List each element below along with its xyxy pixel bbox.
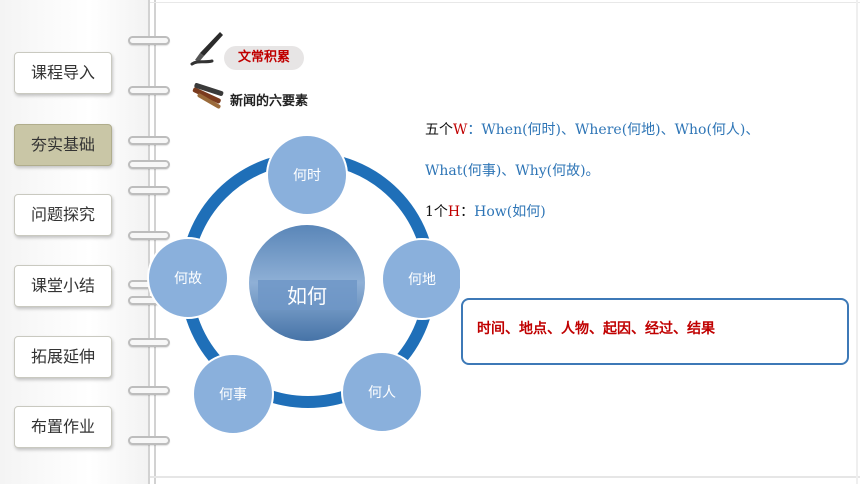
- center-node: 如何: [249, 225, 365, 341]
- node-where: 何地: [381, 238, 460, 320]
- binder-ring: [128, 186, 170, 195]
- top-rule: [150, 2, 860, 3]
- sidebar-item-homework[interactable]: 布置作业: [14, 406, 112, 448]
- right-rule: [856, 0, 858, 484]
- w-key: W: [453, 122, 468, 138]
- notebook-spine: [148, 0, 150, 484]
- binder-ring: [128, 136, 170, 145]
- notebook-spine-inner: [154, 0, 156, 484]
- five-w-line-continued: What(何事)、Why(何故)。: [425, 163, 600, 179]
- brushes-icon: [192, 83, 224, 109]
- five-w-prefix: 五个: [425, 122, 453, 138]
- one-h-text: How(如何): [474, 204, 546, 220]
- one-h-prefix: 1个: [425, 204, 448, 220]
- center-label: 如何: [287, 284, 327, 308]
- summary-text: 时间、地点、人物、起因、经过、结果: [477, 321, 715, 337]
- section-tag: 文常积累: [224, 46, 304, 70]
- binder-ring: [128, 36, 170, 45]
- node-who: 何人: [341, 351, 423, 433]
- bottom-rule: [150, 476, 860, 478]
- binder-ring: [128, 86, 170, 95]
- binder-ring: [128, 436, 170, 445]
- five-w-list: ：When(何时)、Where(何地)、Who(何人)、: [467, 122, 760, 138]
- node-label: 何时: [293, 168, 321, 184]
- node-why: 何故: [147, 237, 229, 319]
- binder-ring: [128, 338, 170, 347]
- binder-ring: [128, 231, 170, 240]
- one-h-line: 1个H：How(如何): [425, 201, 546, 221]
- sidebar-item-extension[interactable]: 拓展延伸: [14, 336, 112, 378]
- h-key: H: [447, 204, 461, 220]
- node-label: 何地: [408, 272, 436, 288]
- binder-ring: [128, 160, 170, 169]
- slide-subtitle: 新闻的六要素: [230, 94, 309, 109]
- summary-box: 时间、地点、人物、起因、经过、结果: [461, 298, 849, 365]
- node-label: 何事: [219, 387, 247, 403]
- one-h-sep: ：: [460, 204, 475, 220]
- sidebar-item-summary[interactable]: 课堂小结: [14, 265, 112, 307]
- six-elements-diagram: 如何 何时 何地 何人 何事 何故: [147, 134, 460, 435]
- node-what: 何事: [192, 353, 274, 435]
- brush-icon: [190, 32, 223, 66]
- node-label: 何故: [174, 271, 202, 287]
- sidebar-item-inquiry[interactable]: 问题探究: [14, 194, 112, 236]
- sidebar-item-foundation[interactable]: 夯实基础: [14, 124, 112, 166]
- node-when: 何时: [266, 134, 348, 216]
- binder-ring: [128, 386, 170, 395]
- node-label: 何人: [368, 385, 396, 401]
- five-w-line: 五个W：When(何时)、Where(何地)、Who(何人)、: [425, 119, 759, 139]
- sidebar-item-course-intro[interactable]: 课程导入: [14, 52, 112, 94]
